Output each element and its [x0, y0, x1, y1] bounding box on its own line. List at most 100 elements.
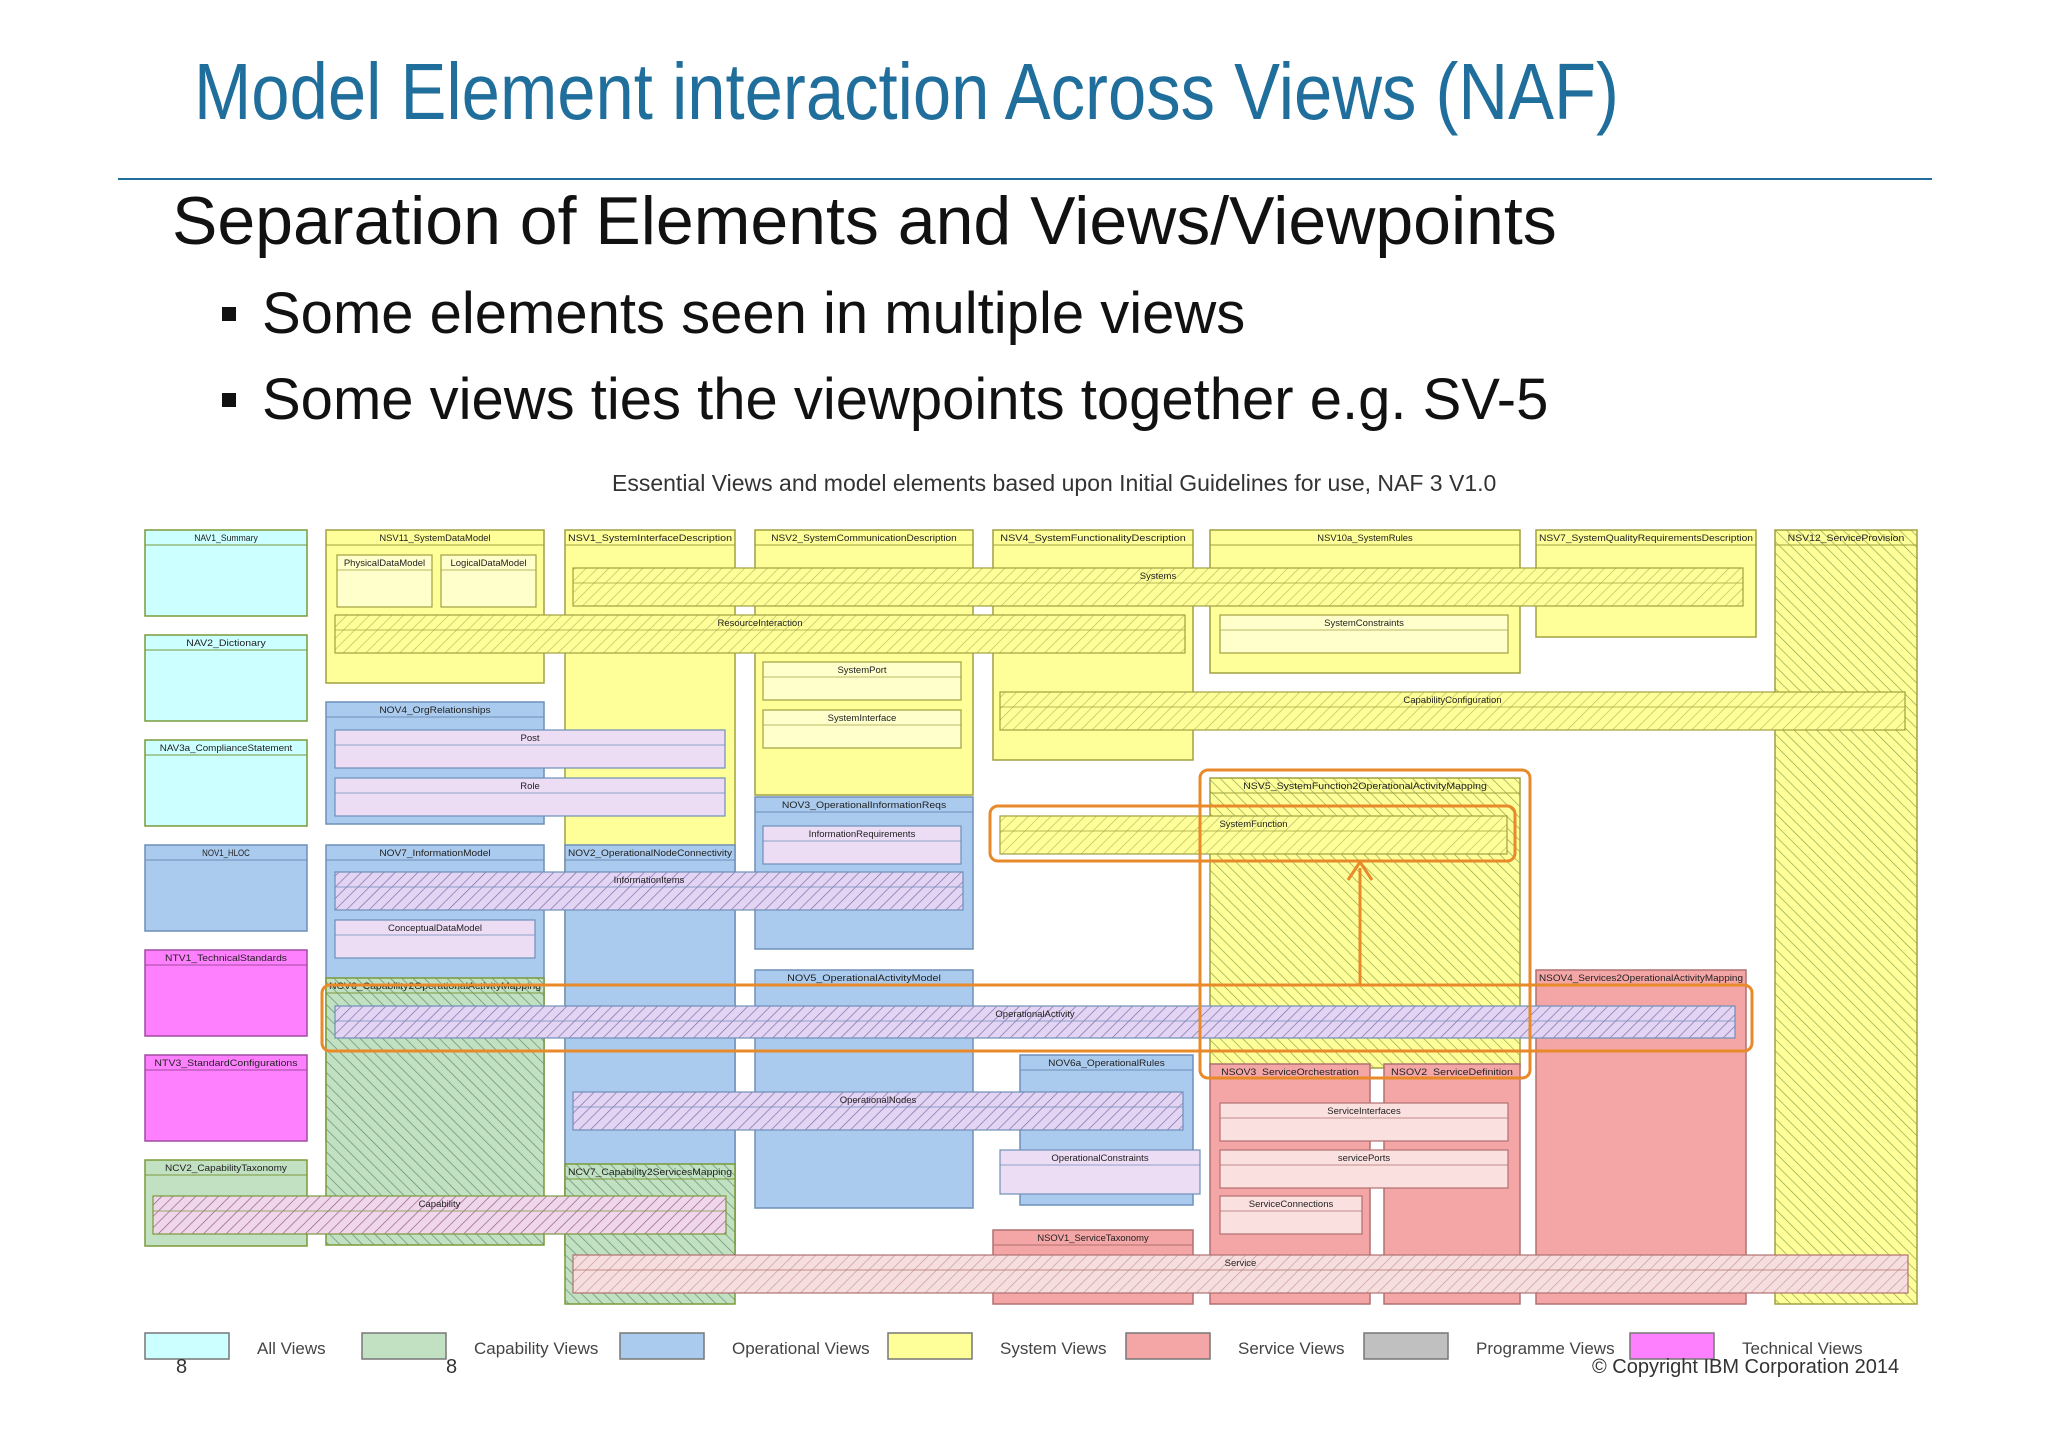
- view-box: NAV1_Summary: [144, 529, 308, 617]
- model-element: OperationalNodes: [572, 1091, 1184, 1131]
- bullet-square-icon: [222, 306, 236, 321]
- view-title: NOV7_InformationModel: [379, 848, 490, 859]
- model-element: SystemConstraints: [1219, 614, 1509, 654]
- view-title: NOV1_HLOC: [202, 848, 250, 859]
- element-label: Systems: [1140, 571, 1177, 582]
- view-title: NSV5_SystemFunction2OperationalActivityM…: [1243, 781, 1487, 792]
- page-number-left: 8: [176, 1356, 188, 1378]
- element-label: CapabilityConfiguration: [1403, 695, 1501, 706]
- model-element: InformationItems: [334, 871, 964, 911]
- legend-label: Programme Views: [1476, 1339, 1615, 1358]
- model-element: SystemInterface: [762, 709, 962, 749]
- view-title: NSV10a_SystemRules: [1317, 533, 1413, 544]
- highlight-box: [988, 804, 1517, 863]
- view-title: NTV1_TechnicalStandards: [165, 953, 287, 964]
- element-label: Service: [1225, 1258, 1257, 1269]
- view-title: NSOV1_ServiceTaxonomy: [1037, 1233, 1149, 1244]
- slide-heading: Separation of Elements and Views/Viewpoi…: [172, 183, 1557, 259]
- view-title: NAV2_Dictionary: [186, 638, 266, 649]
- element-label: OperationalNodes: [840, 1095, 917, 1106]
- element-label: Capability: [419, 1199, 461, 1210]
- element-label: SystemPort: [837, 665, 886, 676]
- model-element: ServiceInterfaces: [1219, 1102, 1509, 1142]
- element-label: InformationRequirements: [809, 829, 916, 840]
- view-title: NSV11_SystemDataModel: [379, 533, 490, 544]
- legend-swatch: [1629, 1332, 1715, 1360]
- view-title: NSOV4_Services2OperationalActivityMappin…: [1539, 973, 1743, 984]
- model-element: Post: [334, 729, 726, 769]
- view-box: NSV12_ServiceProvision: [1774, 529, 1918, 1305]
- model-element: servicePorts: [1219, 1149, 1509, 1189]
- view-title: NSV1_SystemInterfaceDescription: [568, 533, 732, 544]
- bullet-text: Some elements seen in multiple views: [262, 281, 1246, 346]
- element-label: OperationalActivity: [995, 1009, 1074, 1020]
- page-number: 8: [446, 1356, 458, 1378]
- bullet-text: Some views ties the viewpoints together …: [262, 367, 1549, 432]
- legend-item: Technical Views: [1629, 1332, 1863, 1360]
- view-title: NAV3a_ComplianceStatement: [160, 743, 293, 754]
- legend-label: System Views: [1000, 1339, 1106, 1358]
- element-label: Post: [520, 733, 539, 744]
- diagram-title: Essential Views and model elements based…: [612, 470, 1497, 496]
- model-element: OperationalActivity: [334, 1005, 1736, 1039]
- view-title: NAV1_Summary: [194, 533, 258, 544]
- model-element: SystemPort: [762, 661, 962, 701]
- legend-swatch: [144, 1332, 230, 1360]
- model-element: OperationalConstraints: [999, 1149, 1201, 1195]
- element-label: SystemInterface: [828, 713, 897, 724]
- element-label: servicePorts: [1338, 1153, 1391, 1164]
- model-element: Capability: [152, 1195, 727, 1235]
- view-box: NAV2_Dictionary: [144, 634, 308, 722]
- element-label: LogicalDataModel: [450, 558, 526, 569]
- title-divider: [118, 178, 1932, 180]
- element-label: ServiceInterfaces: [1327, 1106, 1401, 1117]
- legend-swatch: [1363, 1332, 1449, 1360]
- legend-swatch: [619, 1332, 705, 1360]
- highlight-box: [1198, 768, 1532, 1080]
- view-title: NCV2_CapabilityTaxonomy: [165, 1163, 287, 1174]
- element-label: ConceptualDataModel: [388, 923, 482, 934]
- view-title: NOV5_OperationalActivityModel: [787, 973, 941, 984]
- view-box: NTV1_TechnicalStandards: [144, 949, 308, 1037]
- model-element: Role: [334, 777, 726, 817]
- model-element: InformationRequirements: [762, 825, 962, 865]
- legend-label: Technical Views: [1742, 1339, 1863, 1358]
- element-label: OperationalConstraints: [1051, 1153, 1148, 1164]
- view-box: NAV3a_ComplianceStatement: [144, 739, 308, 827]
- legend-swatch: [1125, 1332, 1211, 1360]
- view-box: NOV1_HLOC: [144, 844, 308, 932]
- legend-label: Operational Views: [732, 1339, 870, 1358]
- view-title: NSV7_SystemQualityRequirementsDescriptio…: [1539, 533, 1753, 544]
- legend-swatch: [361, 1332, 447, 1360]
- slide-title: Model Element interaction Across Views (…: [194, 47, 1619, 136]
- view-title: NSOV3_ServiceOrchestration: [1221, 1067, 1359, 1078]
- highlight-box: [320, 983, 1754, 1053]
- legend-label: Capability Views: [474, 1339, 598, 1358]
- view-title: NSV12_ServiceProvision: [1788, 533, 1905, 544]
- model-element: SystemFunction: [999, 815, 1508, 855]
- legend-item: Service Views: [1125, 1332, 1344, 1360]
- view-title: NOV6a_OperationalRules: [1048, 1058, 1165, 1069]
- model-element: ConceptualDataModel: [334, 919, 536, 959]
- view-title: NOV2_OperationalNodeConnectivity: [568, 848, 732, 859]
- model-element: ResourceInteraction: [334, 614, 1186, 654]
- model-element: Systems: [572, 567, 1744, 607]
- view-title: NSV4_SystemFunctionalityDescription: [1000, 533, 1186, 544]
- view-box: NTV3_StandardConfigurations: [144, 1054, 308, 1142]
- legend-item: Operational Views: [619, 1332, 870, 1360]
- arrow-head-icon: [1346, 859, 1374, 881]
- model-element: PhysicalDataModel: [336, 554, 433, 608]
- element-label: ResourceInteraction: [717, 618, 802, 629]
- model-element: CapabilityConfiguration: [999, 691, 1906, 731]
- legend-swatch: [887, 1332, 973, 1360]
- bullet-square-icon: [222, 392, 236, 407]
- legend-label: All Views: [257, 1339, 326, 1358]
- element-label: Role: [520, 781, 540, 792]
- legend-label: Service Views: [1238, 1339, 1344, 1358]
- view-title: NCV7_Capability2ServicesMapping: [568, 1167, 732, 1178]
- legend-item: Capability Views: [361, 1332, 598, 1360]
- view-title: NOV4_OrgRelationships: [379, 705, 491, 716]
- model-element: ServiceConnections: [1219, 1195, 1363, 1235]
- bullet-item: Some elements seen in multiple views: [222, 280, 1245, 347]
